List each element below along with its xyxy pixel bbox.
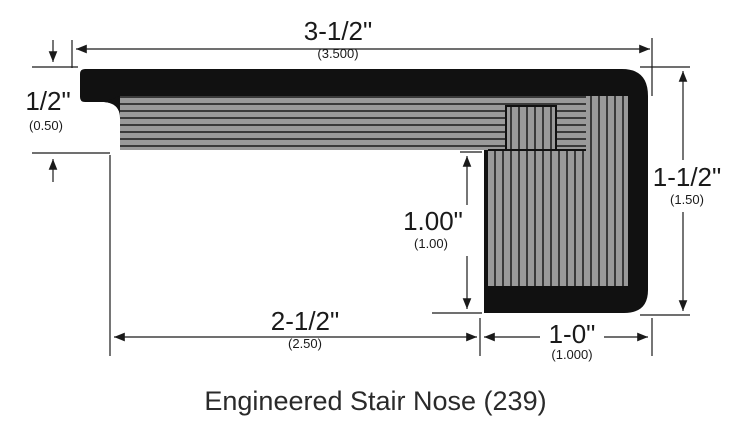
overall-width-label: 3-1/2"	[304, 16, 373, 46]
lip-thickness-sub: (0.50)	[29, 118, 63, 133]
dimension-labels: 3-1/2" (3.500) 1/2" (0.50) 1-1/2" (1.50)…	[25, 16, 721, 362]
leg-width-sub: (1.000)	[551, 347, 592, 362]
tongue-outline	[505, 105, 557, 151]
diagram-caption: Engineered Stair Nose (239)	[204, 386, 547, 416]
lip-thickness-label: 1/2"	[25, 86, 70, 116]
leg-height-sub: (1.00)	[414, 236, 448, 251]
dimension-lines	[32, 38, 690, 356]
tongue-insert	[506, 106, 556, 150]
overhang-sub: (2.50)	[288, 336, 322, 351]
leg-core	[488, 150, 628, 286]
overall-width-sub: (3.500)	[317, 46, 358, 61]
overhang-label: 2-1/2"	[271, 306, 340, 336]
column-core	[586, 96, 628, 152]
lip-curve	[104, 96, 120, 118]
overall-height-label: 1-1/2"	[653, 162, 722, 192]
leg-height-label: 1.00"	[403, 206, 463, 236]
leg-width-label: 1-0"	[549, 319, 596, 349]
stair-nose-profile	[80, 69, 648, 313]
overall-height-sub: (1.50)	[670, 192, 704, 207]
